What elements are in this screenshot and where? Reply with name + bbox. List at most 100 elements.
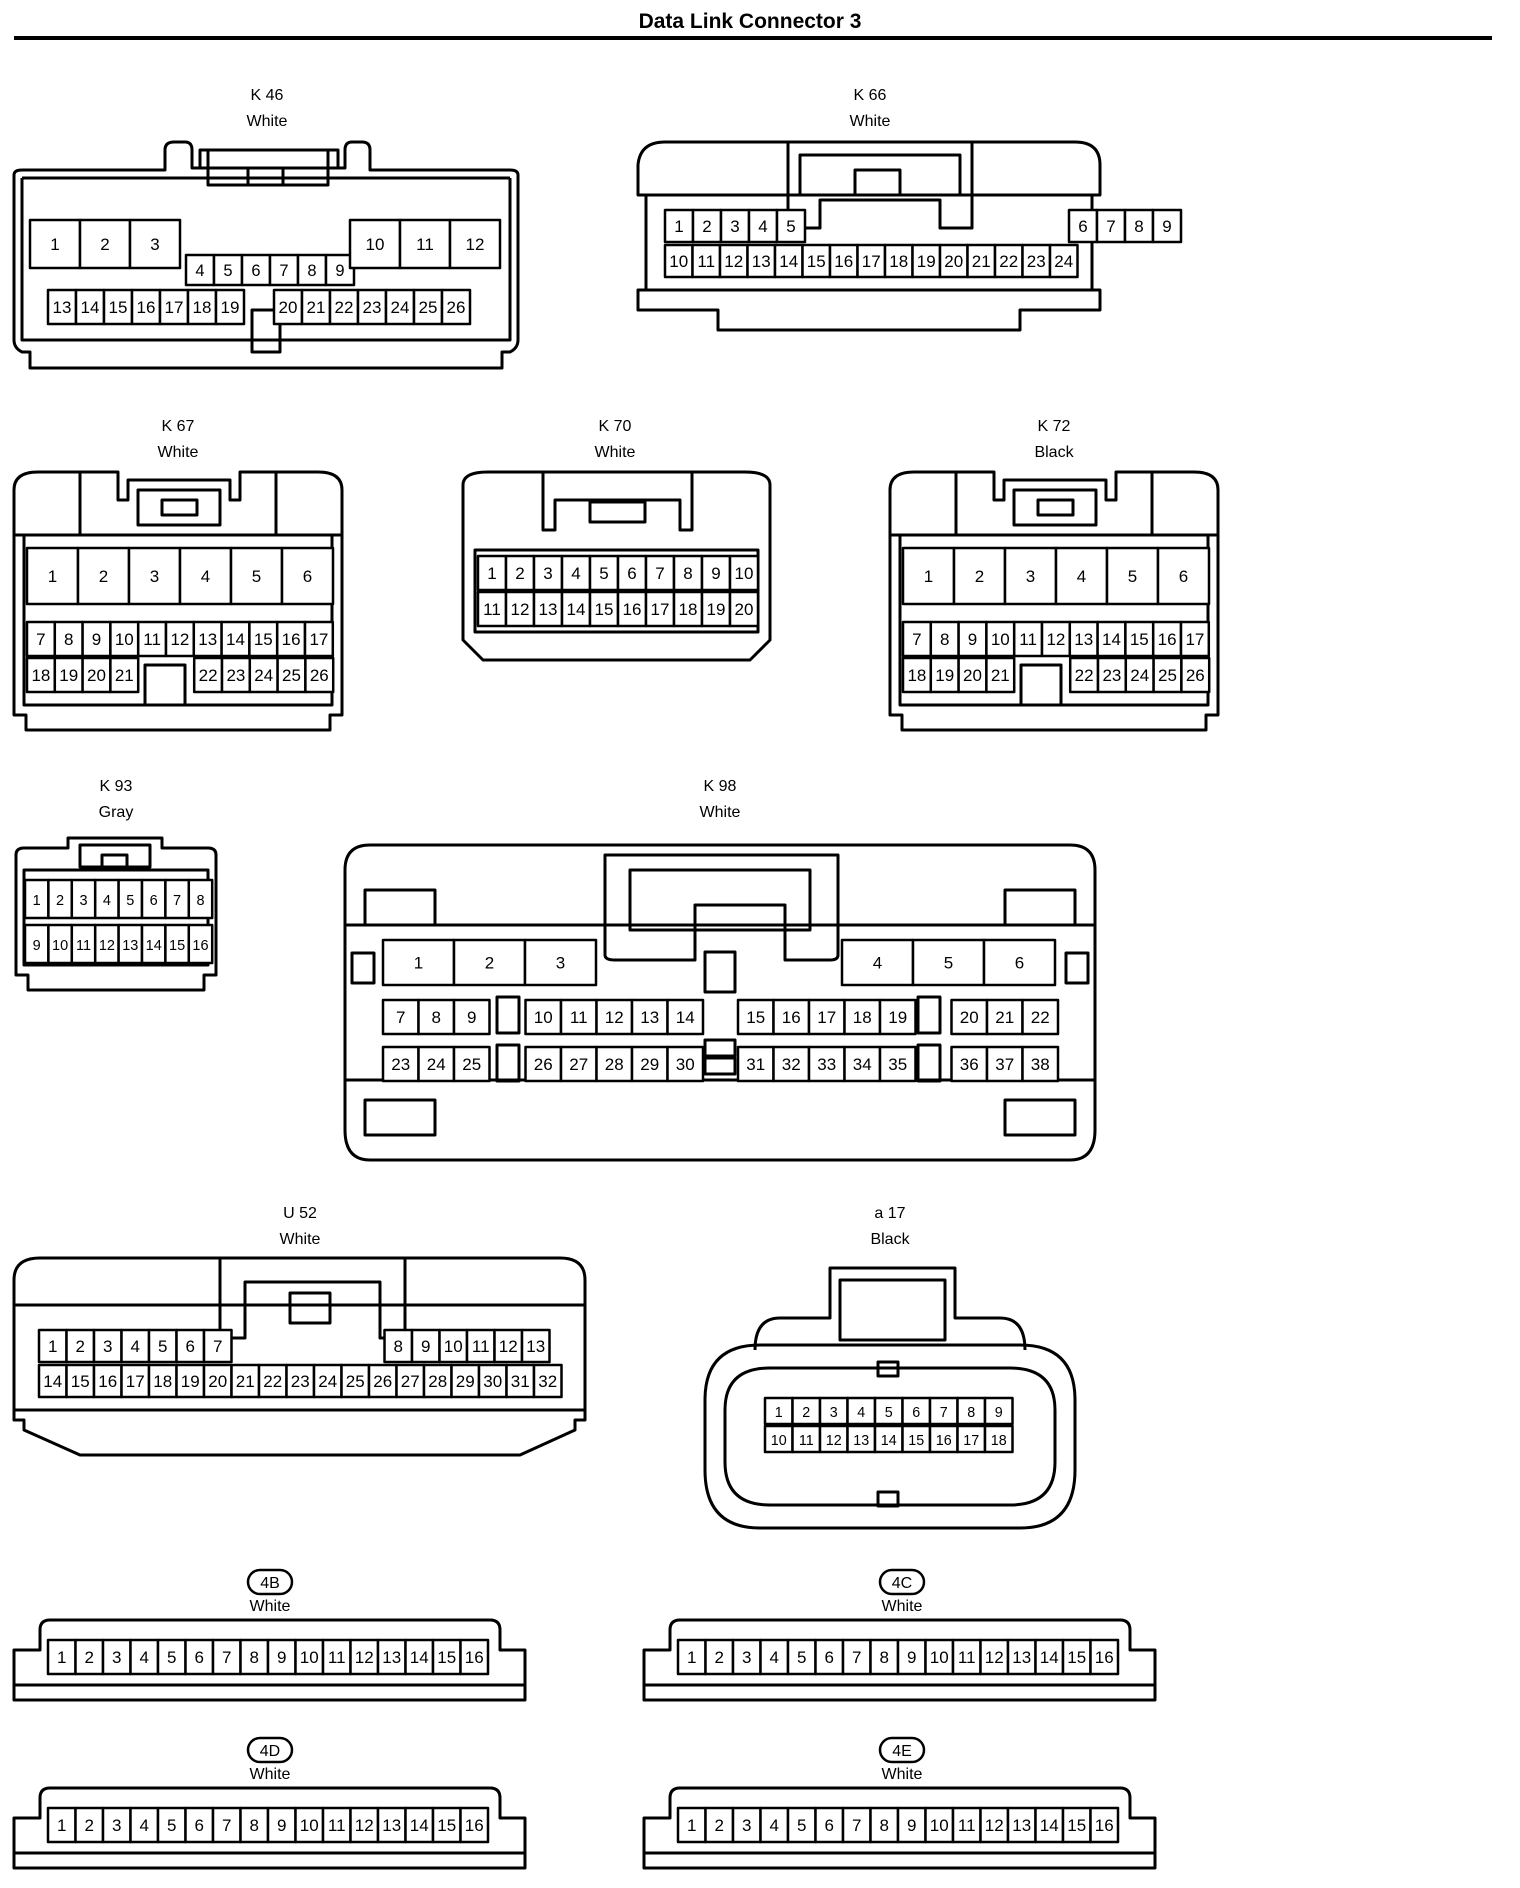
connector-k72-housing	[888, 470, 1220, 732]
pin-cell	[775, 208, 807, 244]
pin-cell	[763, 1424, 794, 1454]
pin-number: 22	[999, 252, 1018, 271]
pin-number: 20	[963, 666, 982, 685]
pin-number: 11	[570, 1008, 588, 1027]
pin-number: 2	[702, 217, 711, 236]
pin-4b-12: 12	[349, 1638, 380, 1676]
pin-cell	[74, 1806, 105, 1844]
pin-number: 2	[975, 567, 984, 586]
pin-k66-2: 2	[691, 208, 723, 244]
pin-cell	[957, 620, 988, 658]
pin-k66-6: 6	[1067, 208, 1099, 244]
pin-number: 2	[515, 564, 524, 583]
pin-cell	[1067, 208, 1099, 244]
connector-k70-color: White	[594, 444, 636, 461]
pin-cell	[459, 1638, 490, 1676]
pin-number: 1	[48, 567, 57, 586]
pin-number: 6	[825, 1648, 834, 1667]
pin-number: 24	[254, 666, 273, 685]
pin-cell	[1021, 998, 1060, 1036]
pin-number: 6	[150, 893, 158, 909]
pin-number: 8	[250, 1648, 259, 1667]
pin-number: 14	[567, 600, 586, 619]
pin-k98-4: 4	[840, 938, 915, 987]
pin-number: 15	[1130, 630, 1149, 649]
pin-cell	[211, 1638, 242, 1676]
pin-k67-1: 1	[25, 546, 80, 606]
pin-k70-2: 2	[504, 554, 536, 592]
pin-u52-20: 20	[202, 1363, 233, 1399]
pin-number: 2	[85, 1816, 94, 1835]
pin-k98-8: 8	[417, 998, 456, 1036]
pin-4c-13: 13	[1006, 1638, 1037, 1676]
pin-k70-5: 5	[588, 554, 620, 592]
pin-k66-23: 23	[1021, 243, 1052, 279]
pin-number: 17	[165, 298, 184, 317]
pin-k98-21: 21	[985, 998, 1024, 1036]
pin-4c-3: 3	[731, 1638, 762, 1676]
pin-number: 7	[655, 564, 664, 583]
pin-cell	[321, 1638, 352, 1676]
pin-4d-7: 7	[211, 1806, 242, 1844]
pin-number: 3	[112, 1816, 121, 1835]
pin-cell	[883, 243, 914, 279]
connector-4c-housing	[642, 1618, 1157, 1702]
pin-k98-38: 38	[1021, 1045, 1060, 1083]
pin-cell	[873, 1424, 904, 1454]
pin-k66-1: 1	[663, 208, 695, 244]
pin-cell	[465, 1328, 496, 1364]
pin-k67-13: 13	[192, 620, 223, 658]
pin-k66-3: 3	[719, 208, 751, 244]
pin-k93-14: 14	[140, 923, 167, 965]
pin-cell	[1040, 620, 1072, 658]
pin-k93-9: 9	[23, 923, 50, 965]
pin-number: 7	[213, 1337, 222, 1356]
pin-number: 23	[226, 666, 245, 685]
pin-k98-35: 35	[878, 1045, 917, 1083]
connector-k46-housing	[12, 140, 520, 370]
pin-k98-12: 12	[595, 998, 634, 1036]
pin-cell	[1068, 656, 1100, 694]
connector-k70-housing	[461, 470, 772, 662]
pin-number: 15	[71, 1372, 90, 1391]
pin-4b-16: 16	[459, 1638, 490, 1676]
pin-cell	[1151, 208, 1183, 244]
pin-number: 35	[888, 1055, 907, 1074]
pin-k98-17: 17	[807, 998, 846, 1036]
pin-cell	[92, 1328, 123, 1364]
pin-number: 16	[936, 1433, 952, 1449]
pin-k46-22: 22	[328, 288, 360, 326]
pin-cell	[663, 243, 694, 279]
connector-4c-badge: 4C	[878, 1568, 926, 1596]
connector-4d-housing	[12, 1786, 527, 1870]
pin-k93-10: 10	[47, 923, 74, 965]
pin-number: 19	[181, 1372, 200, 1391]
pin-k98-2: 2	[452, 938, 527, 987]
pin-number: 31	[511, 1372, 530, 1391]
pin-number: 23	[1102, 666, 1121, 685]
pin-cell	[979, 1806, 1010, 1844]
pin-cell	[266, 1806, 297, 1844]
pin-k46-18: 18	[186, 288, 218, 326]
pin-u52-3: 3	[92, 1328, 123, 1364]
pin-cell	[272, 288, 304, 326]
pin-cell	[846, 1424, 877, 1454]
pin-cell	[431, 1806, 462, 1844]
pin-number: 5	[252, 567, 261, 586]
pin-cell	[979, 1638, 1010, 1676]
pin-u52-23: 23	[285, 1363, 316, 1399]
pin-number: 5	[223, 262, 232, 280]
pin-4b-6: 6	[184, 1638, 215, 1676]
connector-4b-color: White	[249, 1598, 291, 1615]
pin-cell	[691, 208, 723, 244]
pin-number: 29	[456, 1372, 475, 1391]
pin-number: 2	[76, 1337, 85, 1356]
pin-4e-13: 13	[1006, 1806, 1037, 1844]
pin-u52-24: 24	[312, 1363, 343, 1399]
pin-k98-30: 30	[666, 1045, 705, 1083]
connector-4c-name: 4C	[892, 1575, 912, 1592]
pin-cell	[74, 1638, 105, 1676]
pin-number: 17	[1185, 630, 1204, 649]
pin-number: 27	[569, 1055, 588, 1074]
pin-k70-7: 7	[644, 554, 676, 592]
